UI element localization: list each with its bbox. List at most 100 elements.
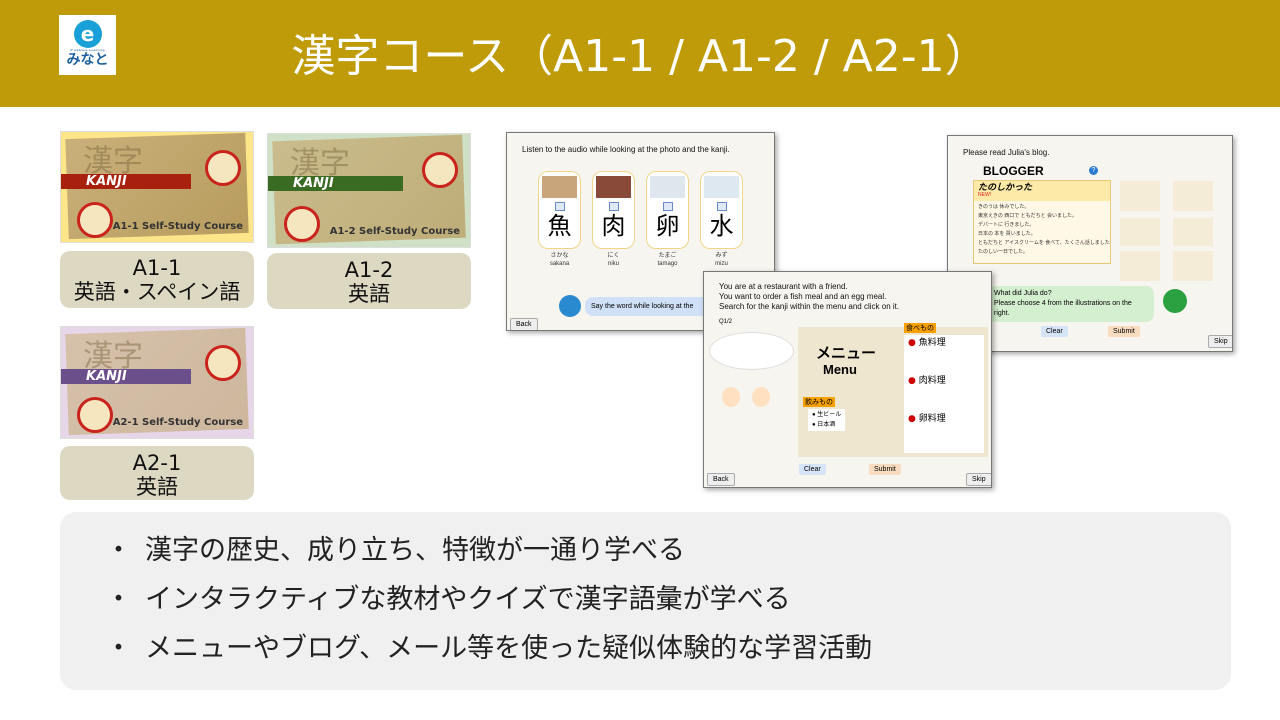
student-seal-icon (284, 206, 320, 242)
course-level: A2-1 (132, 451, 182, 475)
egg-photo (650, 176, 685, 198)
illustration-option[interactable] (1173, 251, 1213, 281)
speaker-icon[interactable] (554, 202, 565, 211)
clear-button[interactable]: Clear (799, 464, 826, 475)
drink-header: 飲みもの (803, 397, 835, 407)
bullet-marker: ・ (105, 535, 132, 566)
blog-post: たのしかった NEW! きのうは 休みでした。東京えきの 西口で ともだちと 会… (973, 180, 1111, 264)
kanji-card[interactable]: 肉 (592, 171, 635, 249)
illustration-option[interactable] (1173, 181, 1213, 211)
speaker-icon[interactable] (662, 202, 673, 211)
bullet-text: メニューやブログ、メール等を使った疑似体験的な学習活動 (145, 633, 873, 664)
instruction-line: You are at a restaurant with a friend. (719, 282, 848, 291)
water-photo (704, 176, 739, 198)
logo-text: みなと (66, 52, 109, 68)
clear-button[interactable]: Clear (1041, 326, 1068, 337)
submit-button[interactable]: Submit (1108, 326, 1140, 337)
kanji-card[interactable]: 卵 (646, 171, 689, 249)
kana: たまご (658, 253, 677, 259)
back-button[interactable]: Back (510, 318, 538, 330)
kanji: 魚 (547, 212, 572, 240)
course-languages: 英語・スペイン語 (73, 280, 241, 304)
course-caption: A2-1 Self-Study Course (112, 417, 243, 428)
romaji: mizu (715, 261, 728, 267)
kanji-watermark: 漢字 (290, 146, 350, 181)
instruction-line: Search for the kanji within the menu and… (719, 302, 900, 311)
menu-section-fish[interactable]: 魚料理 (918, 338, 946, 348)
meat-photo (596, 176, 631, 198)
post-line: たのしい一日でした。 (978, 249, 1029, 255)
girl-illustration (752, 387, 770, 407)
kanji: 肉 (601, 212, 626, 240)
skip-button[interactable]: Skip (966, 473, 991, 486)
feature-bullet: ・インタラクティブな教材やクイズで漢字語彙が学べる (105, 582, 791, 618)
skip-button[interactable]: Skip (1208, 335, 1232, 348)
post-line: デパートに 行きました。 (978, 222, 1035, 228)
reading: さかな sakana (538, 252, 581, 268)
menu-title-en: Menu (823, 362, 857, 377)
bullet-marker: ・ (105, 633, 132, 664)
romaji: sakana (549, 261, 570, 267)
course-label-a1-2: A1-2 英語 (267, 253, 471, 309)
instruction-line: You want to order a fish meal and an egg… (719, 292, 887, 301)
food-header: 食べもの (904, 323, 936, 333)
kana: さかな (550, 253, 569, 259)
kanji-watermark: 漢字 (83, 144, 143, 179)
kanji-watermark: 漢字 (83, 339, 143, 374)
post-line: 東京えきの 西口で ともだちと 会いました。 (978, 213, 1078, 219)
kanji-band: KANJI (61, 174, 191, 189)
course-caption: A1-2 Self-Study Course (329, 226, 460, 237)
julia-avatar (1163, 289, 1187, 313)
course-image-a1-2[interactable]: 漢字 KANJI A1-2 Self-Study Course (267, 133, 471, 248)
course-label-a2-1: A2-1 英語 (60, 446, 254, 500)
post-body: きのうは 休みでした。東京えきの 西口で ともだちと 会いました。デパートに 行… (974, 201, 1110, 259)
illustration-option[interactable] (1120, 218, 1160, 246)
speaker-icon[interactable] (716, 202, 727, 211)
submit-button[interactable]: Submit (869, 464, 901, 475)
food-list: ● 魚料理 ● 肉料理 ● 卵料理 (904, 335, 984, 453)
kanji: 卵 (655, 212, 680, 240)
reading: みず mizu (700, 252, 743, 268)
course-level: A1-1 (132, 256, 182, 280)
post-line: きのうは 休みでした。 (978, 204, 1030, 210)
instruction-text: You are at a restaurant with a friend. Y… (719, 282, 899, 312)
menu-section-egg[interactable]: 卵料理 (918, 414, 946, 424)
course-caption: A1-1 Self-Study Course (112, 221, 243, 232)
instruction-text: Please read Julia's blog. (963, 148, 1050, 157)
help-icon[interactable]: ? (1089, 166, 1098, 175)
speaker-icon[interactable] (608, 202, 619, 211)
course-label-a1-1: A1-1 英語・スペイン語 (60, 251, 254, 308)
back-button[interactable]: Back (707, 473, 735, 486)
page-title: 漢字コース（A1-1 / A1-2 / A2-1） (291, 31, 989, 82)
bullet-marker: ・ (105, 584, 132, 615)
blogger-heading: BLOGGER (983, 164, 1044, 178)
kana: みず (715, 253, 728, 259)
reading: たまご tamago (646, 252, 689, 268)
illustration-option[interactable] (1173, 218, 1213, 246)
romaji: tamago (657, 261, 678, 267)
menu-section-meat[interactable]: 肉料理 (918, 376, 946, 386)
course-image-a2-1[interactable]: 漢字 KANJI A2-1 Self-Study Course (60, 326, 254, 439)
kanji-card[interactable]: 魚 (538, 171, 581, 249)
header-bar: e JF Japanese e-Learning みなと 漢字コース（A1-1 … (0, 0, 1280, 107)
drink-list: ● 生ビール ● 日本酒 (808, 409, 846, 431)
bullet-text: インタラクティブな教材やクイズで漢字語彙が学べる (145, 584, 791, 615)
question-line: Please choose 4 from the illustrations o… (994, 300, 1132, 317)
screenshot-menu-activity: You are at a restaurant with a friend. Y… (703, 271, 992, 488)
student-seal-icon (77, 202, 113, 238)
illustration-option[interactable] (1120, 181, 1160, 211)
feature-bullet: ・漢字の歴史、成り立ち、特徴が一通り学べる (105, 533, 685, 569)
post-line: ともだちと アイスクリームを 食べて、たくさん話しました。 (978, 240, 1111, 246)
post-line: 日本の 本を 買いました。 (978, 231, 1036, 237)
kanji-card[interactable]: 水 (700, 171, 743, 249)
illustration-option[interactable] (1120, 251, 1160, 281)
question-bubble: What did Julia do?Please choose 4 from t… (988, 286, 1154, 322)
bullet-text: 漢字の歴史、成り立ち、特徴が一通り学べる (145, 535, 685, 566)
course-image-a1-1[interactable]: 漢字 KANJI A1-1 Self-Study Course (60, 131, 254, 243)
course-languages: 英語 (348, 282, 390, 306)
drink-item[interactable]: 日本酒 (817, 422, 836, 428)
instruction-text: Listen to the audio while looking at the… (522, 145, 730, 154)
teacher-seal-icon (422, 152, 458, 188)
teacher-seal-icon (205, 150, 241, 186)
drink-item[interactable]: 生ビール (817, 412, 842, 418)
